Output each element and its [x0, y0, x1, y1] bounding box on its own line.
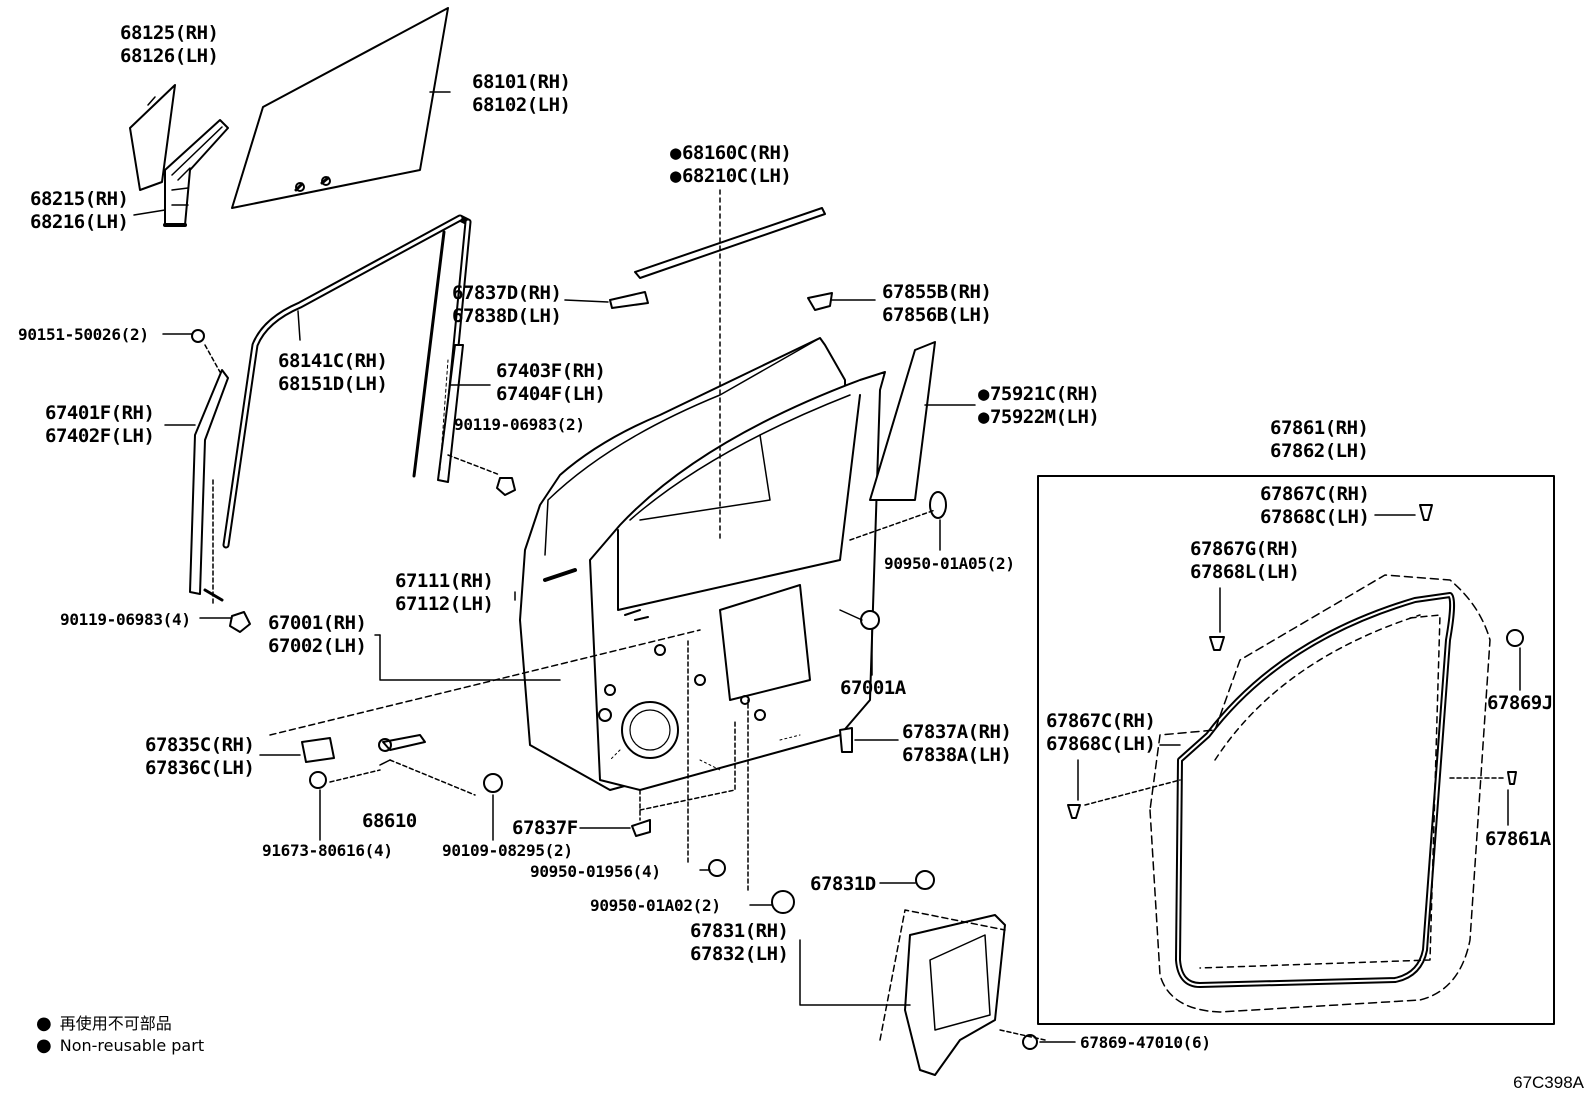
label-90109: 90109-08295(2): [442, 841, 573, 860]
label-90119-lower: 90119-06983(4): [60, 610, 191, 629]
label-67831: 67831(RH) 67832(LH): [690, 920, 789, 965]
label-67111: 67111(RH) 67112(LH): [395, 570, 494, 615]
fasteners: [191, 291, 1038, 1050]
label-68160: 68160C(RH) 68210C(LH): [670, 142, 792, 188]
weatherstrip-group-box: [1037, 475, 1555, 1025]
label-67403: 67403F(RH) 67404F(LH): [496, 360, 606, 405]
label-67861: 67861(RH) 67862(LH): [1270, 417, 1369, 462]
run-channel: [437, 344, 464, 483]
label-90950-01A05: 90950-01A05(2): [884, 554, 1015, 573]
label-90950-01956: 90950-01956(4): [530, 862, 661, 881]
legend-non-reusable-jp: ●再使用不可部品: [36, 1013, 172, 1034]
label-67835C: 67835C(RH) 67836C(LH): [145, 734, 255, 779]
leader-lines: [133, 91, 1521, 1043]
quarter-window-seal: [163, 119, 229, 227]
label-67867G: 67867G(RH) 67868L(LH): [1190, 538, 1300, 583]
belt-molding: [634, 207, 826, 279]
label-68215: 68215(RH) 68216(LH): [30, 188, 129, 233]
bullet-icon: ●: [36, 1035, 52, 1056]
label-68101: 68101(RH) 68102(LH): [472, 71, 571, 116]
label-90119-upper: 90119-06983(2): [454, 415, 585, 434]
diagram-code: 67C398A: [1513, 1073, 1584, 1092]
label-67861A: 67861A: [1485, 828, 1551, 850]
label-67837F: 67837F: [512, 817, 578, 839]
label-67869-47010: 67869-47010(6): [1080, 1033, 1211, 1052]
label-68141: 68141C(RH) 68151D(LH): [278, 350, 388, 395]
label-67867C-top: 67867C(RH) 67868C(LH): [1260, 483, 1370, 528]
label-67869J: 67869J: [1487, 692, 1553, 714]
service-hole-cover: [879, 909, 1006, 1076]
label-67401: 67401F(RH) 67402F(LH): [45, 402, 155, 447]
label-75921: 75921C(RH) 75922M(LH): [978, 383, 1100, 429]
label-68125: 68125(RH) 68126(LH): [120, 22, 219, 67]
label-67855B: 67855B(RH) 67856B(LH): [882, 281, 992, 326]
rear-door-sash: [189, 369, 229, 602]
label-91673: 91673-80616(4): [262, 841, 393, 860]
label-67001: 67001(RH) 67002(LH): [268, 612, 367, 657]
label-67867C-mid: 67867C(RH) 67868C(LH): [1046, 710, 1156, 755]
door-glass: [231, 7, 449, 209]
label-67837D: 67837D(RH) 67838D(LH): [452, 282, 562, 327]
label-67831D: 67831D: [810, 873, 876, 895]
label-90151: 90151-50026(2): [18, 325, 149, 344]
label-68610: 68610: [362, 810, 417, 832]
door-panel: [519, 337, 886, 791]
label-67837A: 67837A(RH) 67838A(LH): [902, 721, 1012, 766]
quarter-window-glass: [129, 84, 176, 191]
label-67001A: 67001A: [840, 677, 906, 699]
pillar-garnish: [869, 341, 936, 501]
legend-non-reusable-en: ●Non-reusable part: [36, 1035, 205, 1056]
label-90950-01A02: 90950-01A02(2): [590, 896, 721, 915]
bullet-icon: ●: [36, 1013, 52, 1034]
